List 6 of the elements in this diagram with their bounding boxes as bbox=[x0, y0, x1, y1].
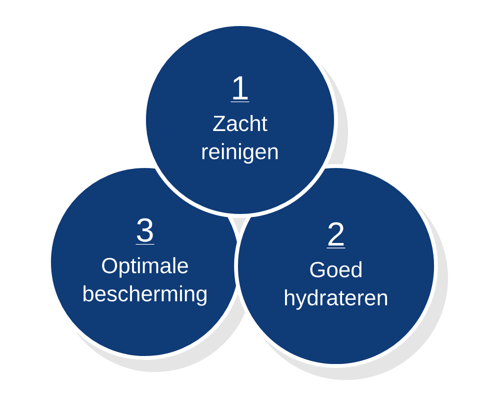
step-number: 1 bbox=[230, 76, 250, 102]
step-label: Goed hydrateren bbox=[285, 261, 388, 310]
step-number: 2 bbox=[326, 222, 346, 248]
step-label: Zacht reinigen bbox=[202, 115, 278, 164]
step-label: Optimale bescherming bbox=[84, 257, 206, 306]
step-number: 3 bbox=[135, 218, 155, 245]
